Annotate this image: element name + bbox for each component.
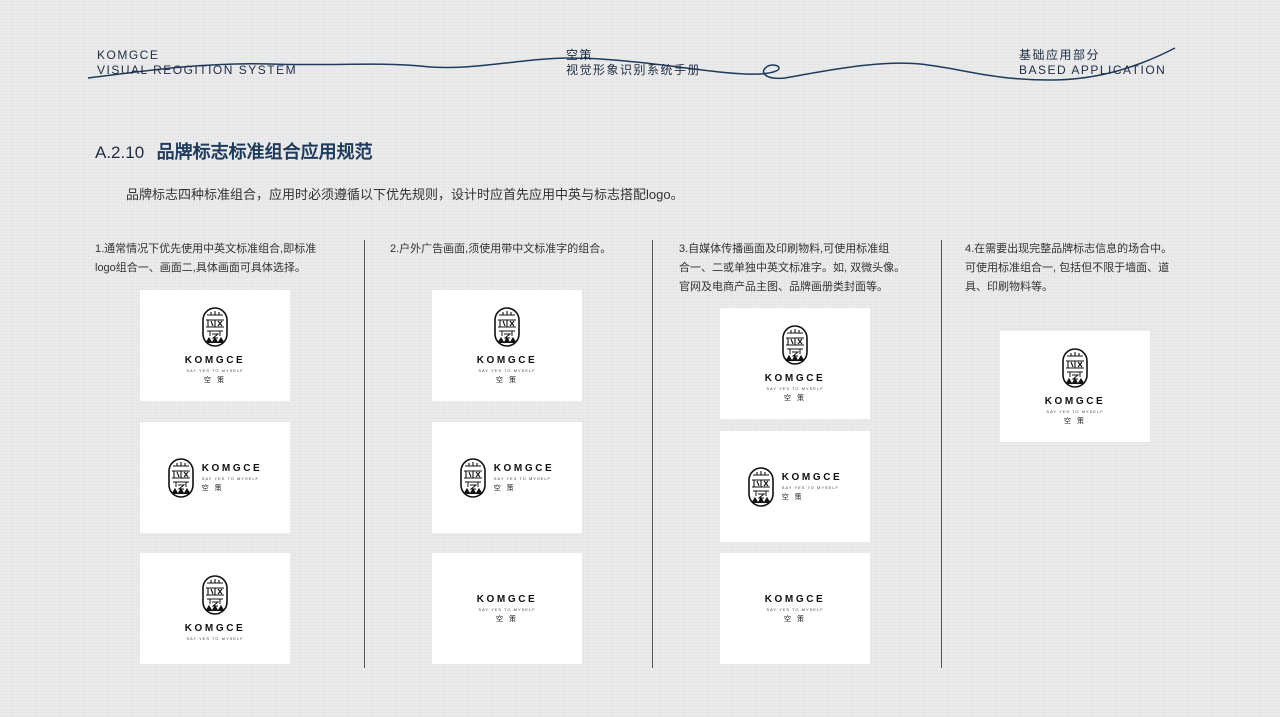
header-brand: KOMGCE — [97, 48, 160, 62]
header-left: KOMGCE VISUAL REOGITION SYSTEM — [97, 48, 297, 78]
logo-brand-text: KOMGCE — [1044, 395, 1106, 407]
logo-tagline: SAY YES TO MYSELF — [1046, 408, 1104, 414]
logo-chinese: 空 策 — [496, 376, 518, 384]
column-3-line: 合一、二或单独中英文标准字。如, 双微头像。 — [679, 262, 906, 274]
logo-tagline: SAY YES TO MYSELF — [186, 367, 244, 373]
logo-card-stacked-no-cn: KOMGCE SAY YES TO MYSELF — [140, 553, 290, 664]
logo-card-horizontal: KOMGCE SAY YES TO MYSELF 空 策 — [432, 422, 582, 533]
header-section-cn: 基础应用部分 — [1019, 48, 1101, 62]
logo-tagline: SAY YES TO MYSELF — [478, 367, 536, 373]
brand-emblem-icon — [782, 325, 808, 365]
logo-tagline: SAY YES TO MYSELF — [766, 606, 824, 612]
logo-chinese: 空 策 — [204, 376, 226, 384]
header-section-en: BASED APPLICATION — [1019, 63, 1167, 77]
section-title: A.2.10 品牌标志标准组合应用规范 — [95, 138, 373, 164]
header-cn-brand: 空策 — [566, 48, 594, 62]
logo-tagline: SAY YES TO MYSELF — [201, 475, 260, 481]
column-divider — [941, 240, 942, 668]
logo-brand-text: KOMGCE — [781, 471, 843, 483]
logo-brand-text: KOMGCE — [184, 623, 246, 634]
logo-card-horizontal: KOMGCE SAY YES TO MYSELF 空 策 — [140, 422, 290, 533]
header-right: 基础应用部分 BASED APPLICATION — [1019, 48, 1166, 78]
header-center: 空策 视觉形象识别系统手册 — [566, 48, 701, 78]
logo-tagline: SAY YES TO MYSELF — [478, 606, 536, 612]
section-intro: 品牌标志四种标准组合，应用时必须遵循以下优先规则，设计时应首先应用中英与标志搭配… — [126, 187, 684, 202]
column-2-line: 2.户外广告画面,须使用带中文标准字的组合。 — [390, 243, 612, 255]
logo-brand-text: KOMGCE — [493, 462, 555, 474]
logo-chinese: 空 策 — [784, 394, 806, 402]
logo-chinese: 空 策 — [1064, 417, 1086, 425]
logo-card-stacked: KOMGCE SAY YES TO MYSELF 空 策 — [1000, 331, 1150, 442]
logo-chinese: 空 策 — [784, 615, 806, 623]
brand-emblem-icon — [168, 458, 194, 498]
logo-brand-text: KOMGCE — [476, 354, 538, 366]
column-4-line: 可使用标准组合一, 包括但不限于墙面、道 — [965, 262, 1170, 274]
column-divider — [652, 240, 653, 668]
logo-brand-text: KOMGCE — [764, 593, 826, 605]
header-wave-line — [87, 47, 1176, 81]
column-4-line: 具、印刷物料等。 — [965, 281, 1053, 293]
brand-emblem-icon — [460, 458, 486, 498]
logo-chinese: 空 策 — [493, 484, 516, 492]
column-3-text: 3.自媒体传播画面及印刷物料,可使用标准组 合一、二或单独中英文标准字。如, 双… — [679, 240, 905, 297]
column-1-line: 1.通常情况下优先使用中英文标准组合,即标准 — [95, 243, 317, 255]
header-subtitle: VISUAL REOGITION SYSTEM — [97, 63, 298, 77]
column-1-line: logo组合一、画面二,具体画面可具体选择。 — [95, 262, 306, 274]
column-divider — [364, 240, 365, 668]
logo-card-horizontal: KOMGCE SAY YES TO MYSELF 空 策 — [720, 431, 870, 542]
column-1-text: 1.通常情况下优先使用中英文标准组合,即标准 logo组合一、画面二,具体画面可… — [95, 240, 316, 278]
header-cn-subtitle: 视觉形象识别系统手册 — [566, 63, 702, 77]
logo-brand-text: KOMGCE — [476, 593, 538, 605]
brand-emblem-icon — [1062, 348, 1088, 388]
column-4-text: 4.在需要出现完整品牌标志信息的场合中。 可使用标准组合一, 包括但不限于墙面、… — [965, 240, 1172, 297]
logo-tagline: SAY YES TO MYSELF — [493, 475, 552, 481]
logo-tagline: SAY YES TO MYSELF — [781, 484, 840, 490]
column-3-line: 3.自媒体传播画面及印刷物料,可使用标准组 — [679, 243, 890, 255]
logo-card-stacked: KOMGCE SAY YES TO MYSELF 空 策 — [720, 308, 870, 419]
logo-brand-text: KOMGCE — [184, 354, 246, 366]
column-2-text: 2.户外广告画面,须使用带中文标准字的组合。 — [390, 240, 611, 259]
logo-chinese: 空 策 — [781, 493, 804, 501]
logo-tagline: SAY YES TO MYSELF — [766, 385, 824, 391]
logo-brand-text: KOMGCE — [764, 372, 826, 384]
logo-brand-text: KOMGCE — [201, 462, 263, 474]
brand-emblem-icon — [494, 307, 520, 347]
logo-card-stacked: KOMGCE SAY YES TO MYSELF 空 策 — [432, 290, 582, 401]
logo-chinese: 空 策 — [201, 484, 224, 492]
logo-card-wordmark: KOMGCE SAY YES TO MYSELF 空 策 — [432, 553, 582, 664]
logo-card-stacked: KOMGCE SAY YES TO MYSELF 空 策 — [140, 290, 290, 401]
logo-tagline: SAY YES TO MYSELF — [186, 636, 244, 641]
section-code: A.2.10 — [95, 143, 145, 162]
logo-card-wordmark: KOMGCE SAY YES TO MYSELF 空 策 — [720, 553, 870, 664]
logo-chinese: 空 策 — [496, 615, 518, 623]
section-name: 品牌标志标准组合应用规范 — [156, 142, 373, 162]
brand-emblem-icon — [202, 575, 228, 615]
column-3-line: 官网及电商产品主图、品牌画册类封面等。 — [679, 281, 888, 293]
column-4-line: 4.在需要出现完整品牌标志信息的场合中。 — [965, 243, 1173, 255]
brand-emblem-icon — [202, 307, 228, 347]
brand-emblem-icon — [748, 467, 774, 507]
